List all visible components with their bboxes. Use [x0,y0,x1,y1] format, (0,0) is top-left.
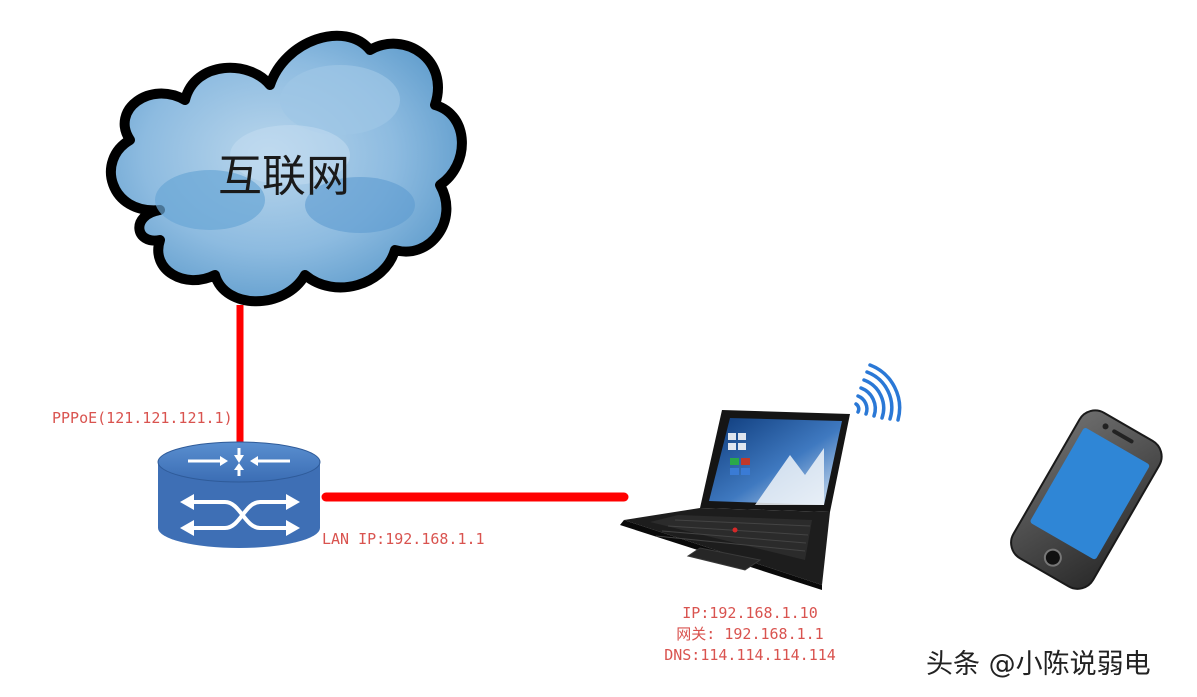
cloud-label: 互联网 [218,151,350,202]
laptop-gateway: 网关: 192.168.1.1 [676,625,824,643]
wifi-icon [854,363,902,422]
laptop-network-info: IP:192.168.1.10 网关: 192.168.1.1 DNS:114.… [640,603,860,666]
router-lan-label: LAN IP:192.168.1.1 [322,530,485,548]
laptop-icon [620,410,850,590]
smartphone-icon [1010,409,1163,590]
cloud-icon [105,30,467,307]
laptop-dns: DNS:114.114.114.114 [664,646,836,664]
watermark: 头条 @小陈说弱电 [926,649,1151,680]
router-icon [157,441,321,548]
router-wan-label: PPPoE(121.121.121.1) [52,409,233,427]
laptop-ip: IP:192.168.1.10 [682,604,818,622]
